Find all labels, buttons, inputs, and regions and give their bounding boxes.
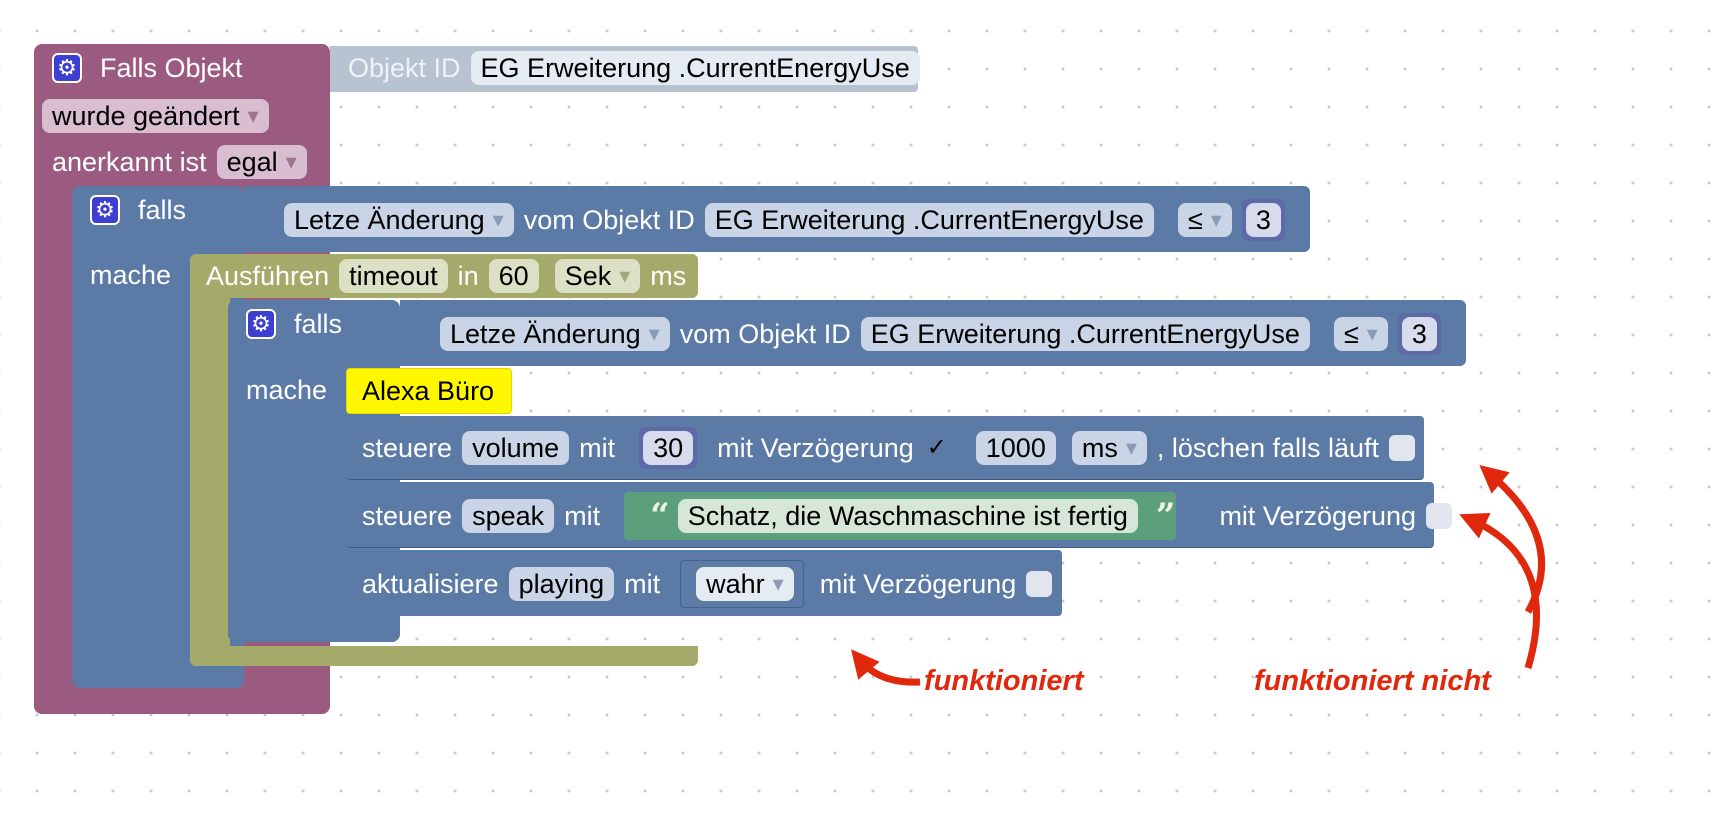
gear-icon[interactable]: ⚙ — [90, 195, 120, 225]
arrow-works — [851, 649, 921, 686]
device-comment-row: Alexa Büro — [362, 373, 494, 409]
stmt3-delay-label: mit Verzögerung — [819, 568, 1017, 599]
stmt2-delay-checkbox[interactable] — [1426, 503, 1453, 529]
stmt2-target-field[interactable]: speak — [462, 499, 555, 533]
gear-icon[interactable]: ⚙ — [52, 53, 82, 83]
stmt1-clear-label: , löschen falls läuft — [1156, 432, 1380, 463]
stmt1-target-field[interactable]: volume — [462, 431, 570, 465]
if-inner-number-field[interactable]: 3 — [1401, 317, 1437, 351]
close-quote-icon: ” — [1155, 496, 1176, 536]
if-outer-object-field[interactable]: EG Erweiterung .CurrentEnergyUse — [704, 203, 1154, 237]
annotation-not-works: funktioniert nicht — [1254, 665, 1491, 697]
object-id-row: Objekt ID EG Erweiterung .CurrentEnergyU… — [348, 50, 930, 86]
if-outer-prop-dropdown[interactable]: Letze Änderung — [284, 203, 514, 237]
if-outer-number-block: 3 — [1241, 199, 1285, 241]
if-inner-do: mache — [246, 372, 337, 408]
event-title: Falls Objekt — [100, 52, 243, 83]
stmt3-value-dropdown[interactable]: wahr — [696, 567, 794, 601]
if-outer-do-label: mache — [90, 259, 172, 290]
timeout-unit-dropdown[interactable]: Sek — [554, 259, 641, 293]
if-inner-label: falls — [294, 308, 343, 339]
stmt1-number-block: 30 — [639, 427, 698, 469]
if-outer-do: mache — [90, 257, 181, 293]
device-comment-block[interactable] — [346, 368, 512, 414]
timeout-ms-label: ms — [650, 260, 687, 291]
annotation-works: funktioniert — [924, 665, 1084, 697]
stmt1-clear-checkbox[interactable] — [1389, 435, 1416, 461]
ack-label: anerkannt ist — [52, 146, 207, 177]
stmt1-with-label: mit — [579, 432, 616, 463]
ack-dropdown[interactable]: egal — [216, 145, 307, 179]
ack-row: anerkannt ist egal — [52, 144, 317, 180]
gear-icon[interactable]: ⚙ — [246, 309, 276, 339]
stmt3-control-label: aktualisiere — [362, 568, 499, 599]
changed-dropdown[interactable]: wurde geändert — [42, 99, 269, 133]
if-inner-op-dropdown[interactable]: ≤ — [1333, 317, 1388, 351]
if-outer-number-field[interactable]: 3 — [1245, 203, 1281, 237]
stmt2-text-field[interactable]: Schatz, die Waschmaschine ist fertig — [677, 499, 1138, 533]
object-id-field[interactable]: EG Erweiterung .CurrentEnergyUse — [470, 51, 920, 85]
if-outer-op-dropdown[interactable]: ≤ — [1177, 203, 1232, 237]
if-inner-of-label: vom Objekt ID — [679, 318, 851, 349]
timeout-footer — [190, 646, 698, 666]
timeout-value-field[interactable]: 60 — [488, 259, 539, 293]
if-outer-header: ⚙ falls — [90, 192, 196, 228]
stmt3-with-label: mit — [624, 568, 661, 599]
stmt3-delay-checkbox[interactable] — [1026, 571, 1053, 597]
if-inner-prop-dropdown[interactable]: Letze Änderung — [440, 317, 670, 351]
if-outer-of-label: vom Objekt ID — [523, 204, 695, 235]
if-outer-label: falls — [138, 194, 187, 225]
stmt2-control-label: steuere — [362, 500, 453, 531]
open-quote-icon: “ — [650, 496, 670, 536]
if-inner-header: ⚙ falls — [246, 306, 352, 342]
timeout-row: Ausführen timeout in 60 Sek ms — [206, 258, 696, 294]
statement-playing-row: aktualisiere playing mit wahr mit Verzög… — [362, 566, 1062, 602]
stmt1-control-label: steuere — [362, 432, 453, 463]
timeout-label: Ausführen — [206, 260, 330, 291]
stmt2-delay-label: mit Verzögerung — [1219, 500, 1417, 531]
stmt2-with-label: mit — [564, 500, 601, 531]
event-header: ⚙ Falls Objekt — [52, 50, 253, 86]
stmt3-target-field[interactable]: playing — [508, 567, 615, 601]
stmt1-delay-checkbox[interactable]: ✓ — [926, 434, 947, 461]
stmt1-delay-field[interactable]: 1000 — [975, 431, 1056, 465]
timeout-name-field[interactable]: timeout — [339, 259, 448, 293]
if-inner-object-field[interactable]: EG Erweiterung .CurrentEnergyUse — [860, 317, 1310, 351]
stmt1-number-field[interactable]: 30 — [643, 431, 694, 465]
device-comment-text: Alexa Büro — [362, 375, 495, 406]
timeout-body — [190, 296, 230, 648]
arrow-not-works-bottom — [1459, 513, 1540, 669]
object-id-label: Objekt ID — [348, 52, 461, 83]
statement-speak-row: steuere speak mit “ Schatz, die Waschmas… — [362, 496, 1462, 536]
if-outer-condition: Letze Änderung vom Objekt ID EG Erweiter… — [284, 199, 1293, 241]
stmt1-delay-label: mit Verzögerung — [717, 432, 914, 463]
changed-row: wurde geändert — [42, 98, 279, 134]
statement-volume-row: steuere volume mit 30 mit Verzögerung ✓ … — [362, 427, 1425, 469]
if-inner-number-block: 3 — [1397, 313, 1441, 355]
timeout-in-label: in — [457, 260, 479, 291]
stmt1-delay-unit-dropdown[interactable]: ms — [1071, 431, 1147, 465]
if-inner-condition: Letze Änderung vom Objekt ID EG Erweiter… — [440, 313, 1449, 355]
if-inner-do-label: mache — [246, 374, 328, 405]
